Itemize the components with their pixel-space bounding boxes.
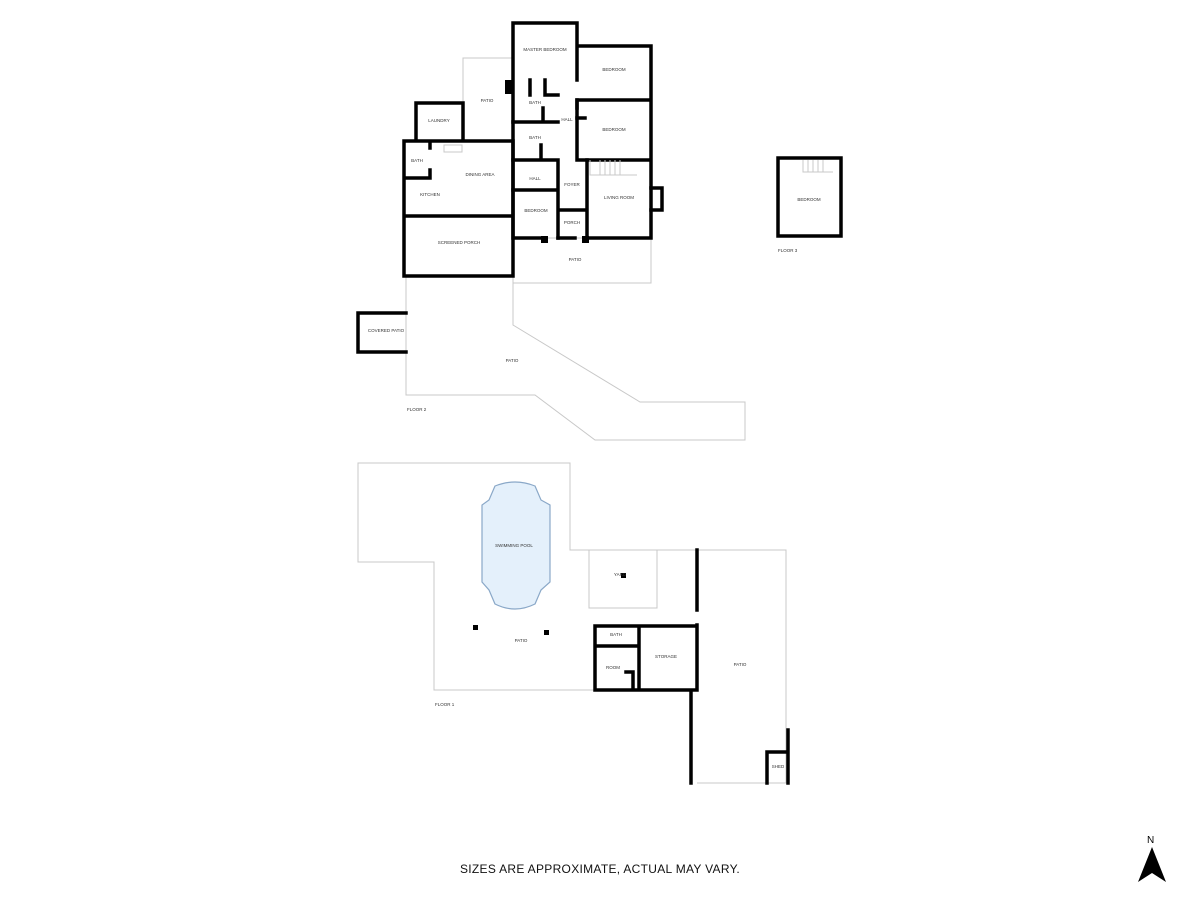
- room-label: PATIO: [734, 662, 747, 667]
- room-label: BEDROOM: [797, 197, 821, 202]
- room-label: YARD: [614, 572, 627, 577]
- room-label: BATH: [529, 135, 541, 140]
- north-arrow-icon: [1138, 847, 1166, 882]
- room-label: BATH: [411, 158, 423, 163]
- north-label: N: [1147, 835, 1154, 846]
- room-label: MASTER BEDROOM: [523, 47, 567, 52]
- room-label: COVERED PATIO: [368, 328, 405, 333]
- patio-front-outline: [512, 237, 652, 284]
- room-label: KITCHEN: [420, 192, 440, 197]
- floor-label: FLOOR 2: [407, 407, 427, 412]
- room-label: LAUNDRY: [428, 118, 449, 123]
- room-label: BEDROOM: [524, 208, 548, 213]
- room-label: SCREENED PORCH: [438, 240, 481, 245]
- room-label: PATIO: [569, 257, 582, 262]
- patio-large-outline: [405, 275, 746, 441]
- room-label: PATIO: [515, 638, 528, 643]
- room-label: HALL: [561, 117, 573, 122]
- swimming-pool: [481, 481, 551, 610]
- room-label: BEDROOM: [602, 127, 626, 132]
- room-label: PATIO: [481, 98, 494, 103]
- floor-1: SWIMMING POOL YARD PATIO BATH ROOM STORA…: [357, 462, 790, 785]
- floor-label: FLOOR 3: [778, 248, 798, 253]
- room-label: ROOM: [606, 665, 620, 670]
- floor-label: FLOOR 1: [435, 702, 455, 707]
- floor-2: MASTER BEDROOM BEDROOM BEDROOM PATIO LAU…: [356, 21, 746, 441]
- disclaimer: SIZES ARE APPROXIMATE, ACTUAL MAY VARY.: [460, 862, 740, 876]
- room-label: BATH: [529, 100, 541, 105]
- room-label: PORCH: [564, 220, 580, 225]
- yard-outline: [588, 549, 658, 609]
- room-label: STORAGE: [655, 654, 677, 659]
- room-label: HALL: [529, 176, 541, 181]
- room-label: PATIO: [506, 358, 519, 363]
- room-label: SHED: [772, 764, 785, 769]
- room-label: FOYER: [564, 182, 580, 187]
- room-label: LIVING ROOM: [604, 195, 634, 200]
- floor-3: BEDROOM FLOOR 3: [776, 156, 843, 253]
- room-label: BEDROOM: [602, 67, 626, 72]
- room-label: BATH: [610, 632, 622, 637]
- room-label: DINING AREA: [465, 172, 494, 177]
- room-label: SWIMMING POOL: [495, 543, 533, 548]
